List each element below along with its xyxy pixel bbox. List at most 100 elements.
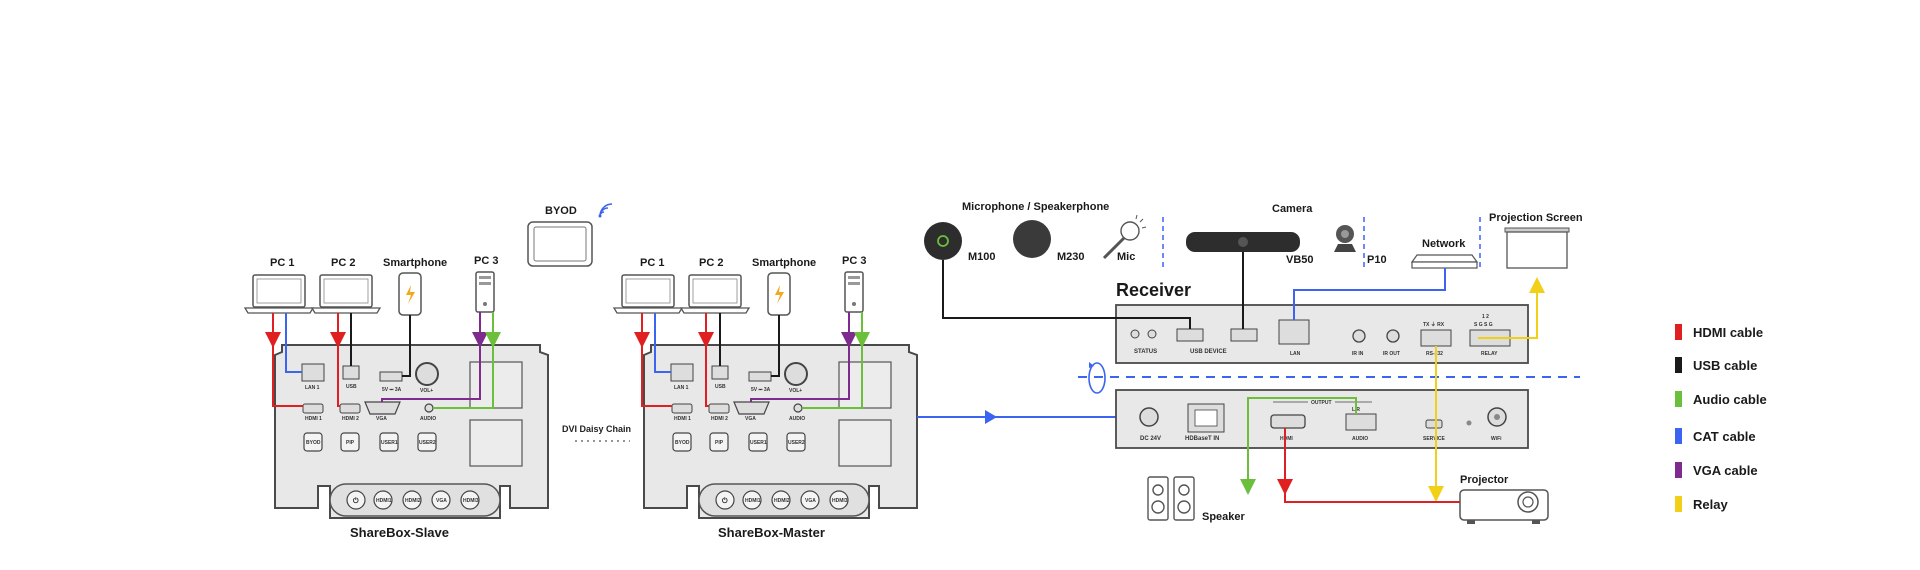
receiver-title: Receiver bbox=[1116, 280, 1191, 300]
handheld-mic-icon bbox=[1102, 214, 1147, 260]
master-port-audio: AUDIO bbox=[789, 416, 805, 422]
receiver-output-label: OUTPUT bbox=[1311, 400, 1332, 406]
legend-label-cat: CAT cable bbox=[1693, 429, 1756, 444]
m100-speakerphone-icon bbox=[924, 222, 962, 260]
projection-screen-label: Projection Screen bbox=[1489, 212, 1583, 224]
master-pc1-laptop-icon bbox=[612, 274, 684, 314]
speaker-label: Speaker bbox=[1202, 511, 1246, 523]
master-port-lan: LAN 1 bbox=[674, 385, 689, 391]
speaker-icon bbox=[1147, 476, 1195, 521]
slave-button-user2[interactable]: USER2 bbox=[419, 440, 436, 446]
slave-button-user1[interactable]: USER1 bbox=[381, 440, 398, 446]
receiver-top-panel: STATUS USB DEVICE LAN IR IN IR OUT TX ⏚ … bbox=[1115, 304, 1529, 364]
master-pc1-label: PC 1 bbox=[640, 257, 664, 269]
slave-pc1-label: PC 1 bbox=[270, 257, 294, 269]
rotate-icon bbox=[1088, 362, 1106, 394]
sharebox-slave: BYOD PC 1 PC 2 Smartphone PC 3 bbox=[243, 203, 613, 540]
mic-group-title: Microphone / Speakerphone bbox=[962, 201, 1109, 213]
receiver-hdbaset-label: HDBaseT IN bbox=[1185, 436, 1219, 442]
master-pc2-laptop-icon bbox=[679, 274, 751, 314]
slave-bottom-hdmi2[interactable]: HDMI2 bbox=[405, 498, 421, 504]
master-port-vol: VOL+ bbox=[789, 388, 802, 394]
slave-pc2-laptop-icon bbox=[310, 274, 382, 314]
master-button-user1[interactable]: USER1 bbox=[750, 440, 767, 446]
receiver-dc-label: DC 24V bbox=[1140, 436, 1161, 442]
network-switch-icon bbox=[1410, 254, 1479, 269]
receiver-wifi-label: WiFi bbox=[1491, 436, 1502, 442]
master-button-pip[interactable]: PIP bbox=[715, 440, 724, 446]
master-pc3-label: PC 3 bbox=[842, 255, 866, 267]
master-button-user2[interactable]: USER2 bbox=[788, 440, 805, 446]
slave-pc3-label: PC 3 bbox=[474, 255, 498, 267]
slave-smartphone-icon bbox=[398, 272, 422, 316]
mic-label: Mic bbox=[1117, 251, 1135, 263]
receiver-usb-device-label: USB DEVICE bbox=[1190, 349, 1227, 355]
slave-port-dc: 5V ⎓ 3A bbox=[382, 387, 402, 393]
master-title: ShareBox-Master bbox=[718, 525, 825, 540]
slave-port-usb: USB bbox=[346, 384, 357, 390]
slave-port-lan: LAN 1 bbox=[305, 385, 320, 391]
legend-swatch-vga bbox=[1675, 462, 1682, 478]
receiver-relay-nums: 1 2 bbox=[1482, 314, 1489, 320]
slave-port-hdmi1: HDMI 1 bbox=[305, 416, 322, 422]
master-port-dc: 5V ⎓ 3A bbox=[751, 387, 771, 393]
byod-tablet: BYOD bbox=[527, 203, 613, 267]
projection-screen-icon bbox=[1504, 227, 1570, 269]
receiver-bottom-panel: DC 24V HDBaseT IN OUTPUT HDMI L R AUDIO … bbox=[1115, 389, 1529, 449]
network-label: Network bbox=[1422, 238, 1466, 250]
slave-bottom-hdmi1[interactable]: HDMI1 bbox=[376, 498, 392, 504]
legend-swatch-cat bbox=[1675, 428, 1682, 444]
receiver-lan-label: LAN bbox=[1290, 351, 1301, 357]
sharebox-master: PC 1 PC 2 Smartphone PC 3 LAN 1 bbox=[612, 255, 918, 540]
master-port-vga: VGA bbox=[745, 416, 756, 422]
slave-bottom-vga[interactable]: VGA bbox=[436, 498, 447, 504]
m230-label: M230 bbox=[1057, 251, 1085, 263]
legend-label-vga: VGA cable bbox=[1693, 463, 1758, 478]
legend-swatch-usb bbox=[1675, 357, 1682, 373]
slave-title: ShareBox-Slave bbox=[350, 525, 449, 540]
master-bottom-hdmi2[interactable]: HDMI2 bbox=[774, 498, 790, 504]
slave-port-audio: AUDIO bbox=[420, 416, 436, 422]
slave-pc3-tower-icon bbox=[475, 271, 495, 313]
vb50-camera-icon bbox=[1186, 232, 1300, 252]
vb50-label: VB50 bbox=[1286, 254, 1314, 266]
slave-port-vga: VGA bbox=[376, 416, 387, 422]
projector-label: Projector bbox=[1460, 474, 1509, 486]
legend-label-usb: USB cable bbox=[1693, 358, 1757, 373]
slave-bottom-hdmi3[interactable]: HDMI3 bbox=[463, 498, 479, 504]
legend: HDMI cable USB cable Audio cable CAT cab… bbox=[1675, 324, 1767, 512]
master-power-icon[interactable]: ⏻ bbox=[722, 497, 728, 505]
receiver-ir-in-label: IR IN bbox=[1352, 351, 1364, 357]
slave-button-byod[interactable]: BYOD bbox=[306, 440, 321, 446]
master-bottom-hdmi3[interactable]: HDMI3 bbox=[832, 498, 848, 504]
receiver-relay-pins: S G S G bbox=[1474, 322, 1493, 328]
legend-label-relay: Relay bbox=[1693, 497, 1728, 512]
receiver-relay-label: RELAY bbox=[1481, 351, 1498, 357]
slave-smartphone-label: Smartphone bbox=[383, 257, 447, 269]
master-pc2-label: PC 2 bbox=[699, 257, 723, 269]
byod-label: BYOD bbox=[545, 205, 577, 217]
slave-pc1-laptop-icon bbox=[243, 274, 315, 314]
receiver-audio-label: AUDIO bbox=[1352, 436, 1368, 442]
camera-group-title: Camera bbox=[1272, 203, 1313, 215]
master-bottom-vga[interactable]: VGA bbox=[805, 498, 816, 504]
master-pc3-tower-icon bbox=[844, 271, 864, 313]
wifi-icon bbox=[598, 203, 613, 218]
master-bottom-hdmi1[interactable]: HDMI1 bbox=[745, 498, 761, 504]
receiver-rs232-label: RS-232 bbox=[1426, 351, 1443, 357]
master-button-byod[interactable]: BYOD bbox=[675, 440, 690, 446]
master-port-usb: USB bbox=[715, 384, 726, 390]
receiver-rs232-pins: TX ⏚ RX bbox=[1423, 321, 1445, 328]
m100-label: M100 bbox=[968, 251, 996, 263]
m230-speakerphone-icon bbox=[1013, 220, 1051, 258]
slave-button-pip[interactable]: PIP bbox=[346, 440, 355, 446]
slave-power-icon[interactable]: ⏻ bbox=[353, 497, 359, 505]
legend-label-hdmi: HDMI cable bbox=[1693, 325, 1763, 340]
slave-port-vol: VOL+ bbox=[420, 388, 433, 394]
legend-swatch-hdmi bbox=[1675, 324, 1682, 340]
legend-swatch-relay bbox=[1675, 496, 1682, 512]
receiver-service-label: SERVICE bbox=[1423, 436, 1446, 442]
legend-label-audio: Audio cable bbox=[1693, 392, 1767, 407]
receiver-status-label: STATUS bbox=[1134, 349, 1157, 355]
